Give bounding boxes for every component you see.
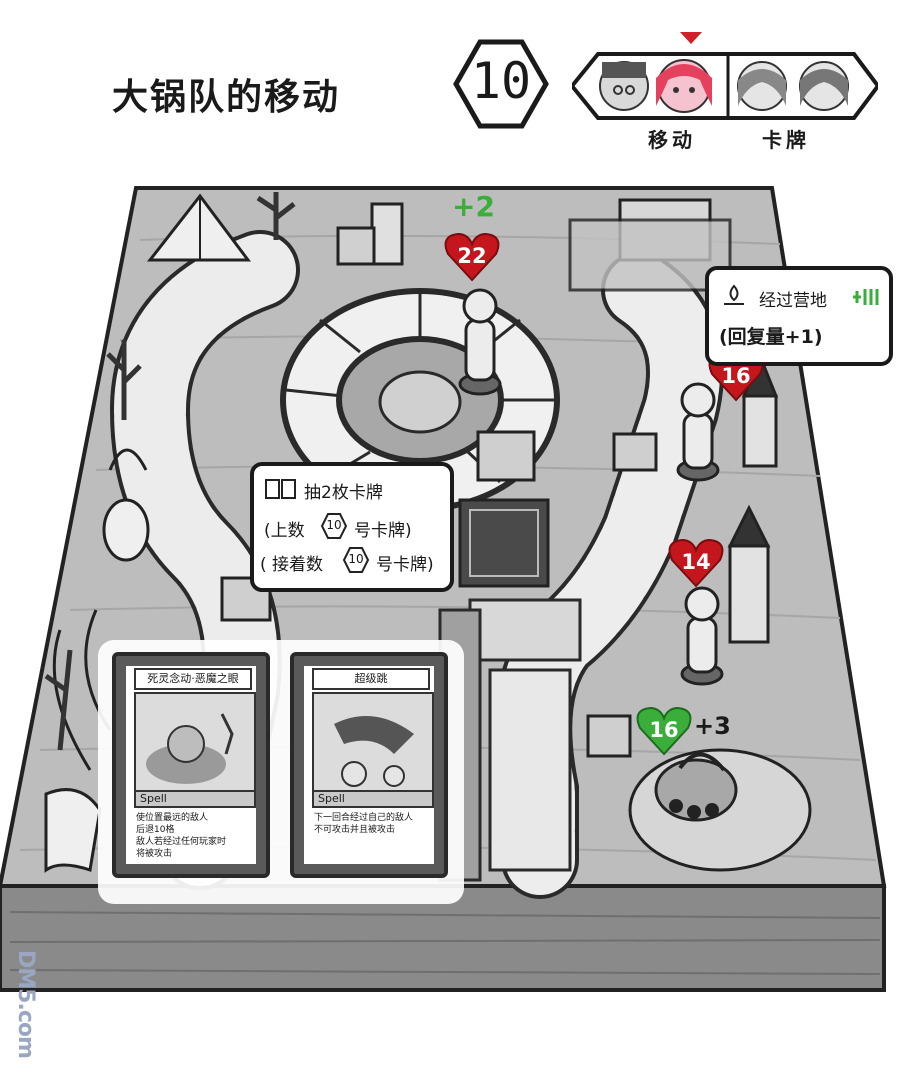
round-badge [453, 39, 549, 129]
campfire-icon [724, 284, 744, 305]
hp-delta: +3 [694, 712, 731, 740]
camp-heal-text: (回复量+1) [719, 326, 823, 348]
camp-text: 经过营地 [759, 291, 827, 311]
hp-value: 14 [681, 550, 711, 574]
camp-tent-icon [146, 193, 251, 262]
monster-boss-icon [628, 748, 812, 872]
camp-callout: 经过营地 (回复量+1) [705, 266, 893, 366]
card-title: 超级跳 [312, 668, 430, 690]
card-text: 使位置最远的敌人 后退10格 敌人若经过任何玩家时 将被攻击 [136, 813, 227, 859]
player-portrait-1 [599, 61, 649, 111]
hp-heart-healed: 16 [636, 704, 692, 756]
treasure-chest-icon [220, 430, 658, 758]
watermark: DM5.com [13, 950, 38, 1058]
draw-line-2-post: 号卡牌) [354, 521, 412, 541]
card-art [312, 692, 434, 794]
hp-value: 16 [721, 364, 751, 388]
tower-icon [727, 351, 779, 644]
turn-label-card: 卡牌 [762, 128, 810, 152]
hp-heart: 14 [668, 536, 724, 588]
spellbook-icon [458, 498, 550, 588]
hp-heart-active: 22 [444, 230, 500, 282]
player-portrait-4 [799, 61, 849, 111]
deck-number-badge [342, 547, 370, 573]
card-title: 死灵念动·恶魔之眼 [134, 668, 252, 690]
card-text: 下一回合经过自己的敌人 不可攻击并且被攻击 [314, 813, 414, 835]
hp-delta: +2 [452, 190, 495, 223]
draw-line-1: 抽2枚卡牌 [304, 483, 383, 503]
draw-line-3-post: 号卡牌) [376, 555, 434, 575]
player-piece [680, 586, 724, 686]
card-type: Spell [134, 790, 256, 808]
spell-card[interactable]: 超级跳 Spell 下一回合经过自己的敌人 不可攻击并且被攻击 [290, 652, 448, 878]
player-piece-active [458, 288, 502, 396]
round-number: 10 [470, 52, 532, 110]
skeleton-icon [52, 448, 150, 771]
hp-value: 22 [457, 244, 487, 268]
deck-number: 10 [326, 518, 342, 532]
draw-line-2-pre: (上数 [264, 521, 305, 541]
player-piece [676, 382, 720, 482]
card-type: Spell [312, 790, 434, 808]
turn-order-bar [572, 52, 878, 120]
heal-icon [853, 289, 879, 305]
hp-value: 16 [649, 718, 679, 742]
draw-cards-callout: 抽2枚卡牌 (上数 10 号卡牌) ( 接着数 10 号卡牌) [250, 462, 454, 592]
card-art [134, 692, 256, 794]
active-turn-marker-icon [680, 32, 702, 44]
turn-label-move: 移动 [648, 128, 696, 152]
draw-line-3-pre: ( 接着数 [260, 555, 324, 575]
deck-number: 10 [348, 552, 364, 566]
deck-number-badge [320, 513, 348, 539]
page-title: 大锅队的移动 [112, 77, 341, 118]
player-portrait-2-active [656, 59, 712, 113]
spell-card[interactable]: 死灵念动·恶魔之眼 Spell 使位置最远的敌人 后退10格 敌人若经过任何玩家… [112, 652, 270, 878]
player-portrait-3 [737, 61, 787, 111]
card-pair-icon [265, 479, 296, 499]
